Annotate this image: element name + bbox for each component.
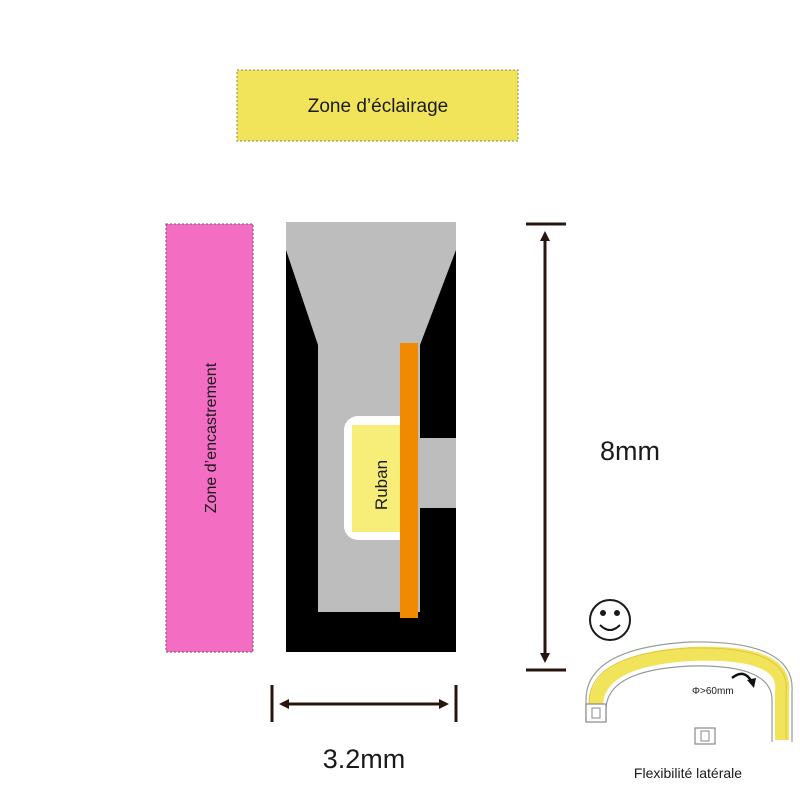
flex-caption: Flexibilité latérale [634,765,742,781]
width-dimension: 3.2mm [270,685,458,774]
strip-label: Ruban [372,460,391,510]
profile-cross-section: Ruban [286,222,456,652]
smiley-icon [589,599,631,641]
lighting-zone-box: Zone d’éclairage [236,69,519,142]
lighting-zone-label: Zone d’éclairage [308,96,448,117]
height-label: 8mm [600,436,660,466]
width-label: 3.2mm [323,744,406,774]
mounting-zone-box: Zone d’encastrement [165,223,254,653]
height-dimension: 8mm [526,222,660,672]
strip-body [352,425,402,532]
bend-radius-label: Φ>60mm [692,686,734,697]
pcb-strip [400,343,418,618]
flexible-strip-illustration: Φ>60mm [585,641,793,745]
mounting-zone-label: Zone d’encastrement [203,362,220,513]
